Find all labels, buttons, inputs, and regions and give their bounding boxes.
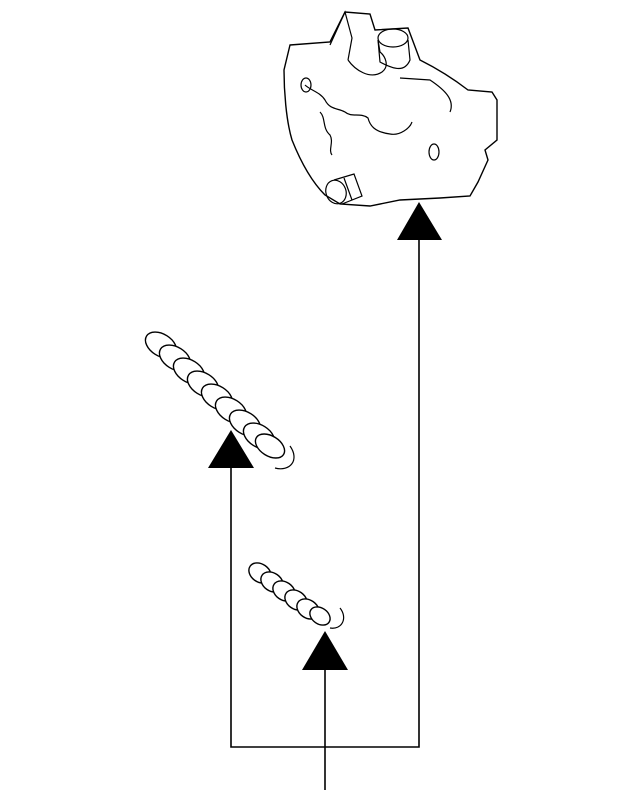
arrow-housing — [397, 202, 442, 240]
coil-spring-icon — [144, 331, 295, 470]
valve-housing-icon — [283, 10, 498, 207]
arrow-spring-large — [208, 430, 254, 468]
leader-line-branch — [230, 238, 420, 748]
leader-lines — [230, 238, 420, 790]
arrow-spring-small — [302, 631, 348, 670]
coil-spring-icon — [248, 562, 345, 629]
